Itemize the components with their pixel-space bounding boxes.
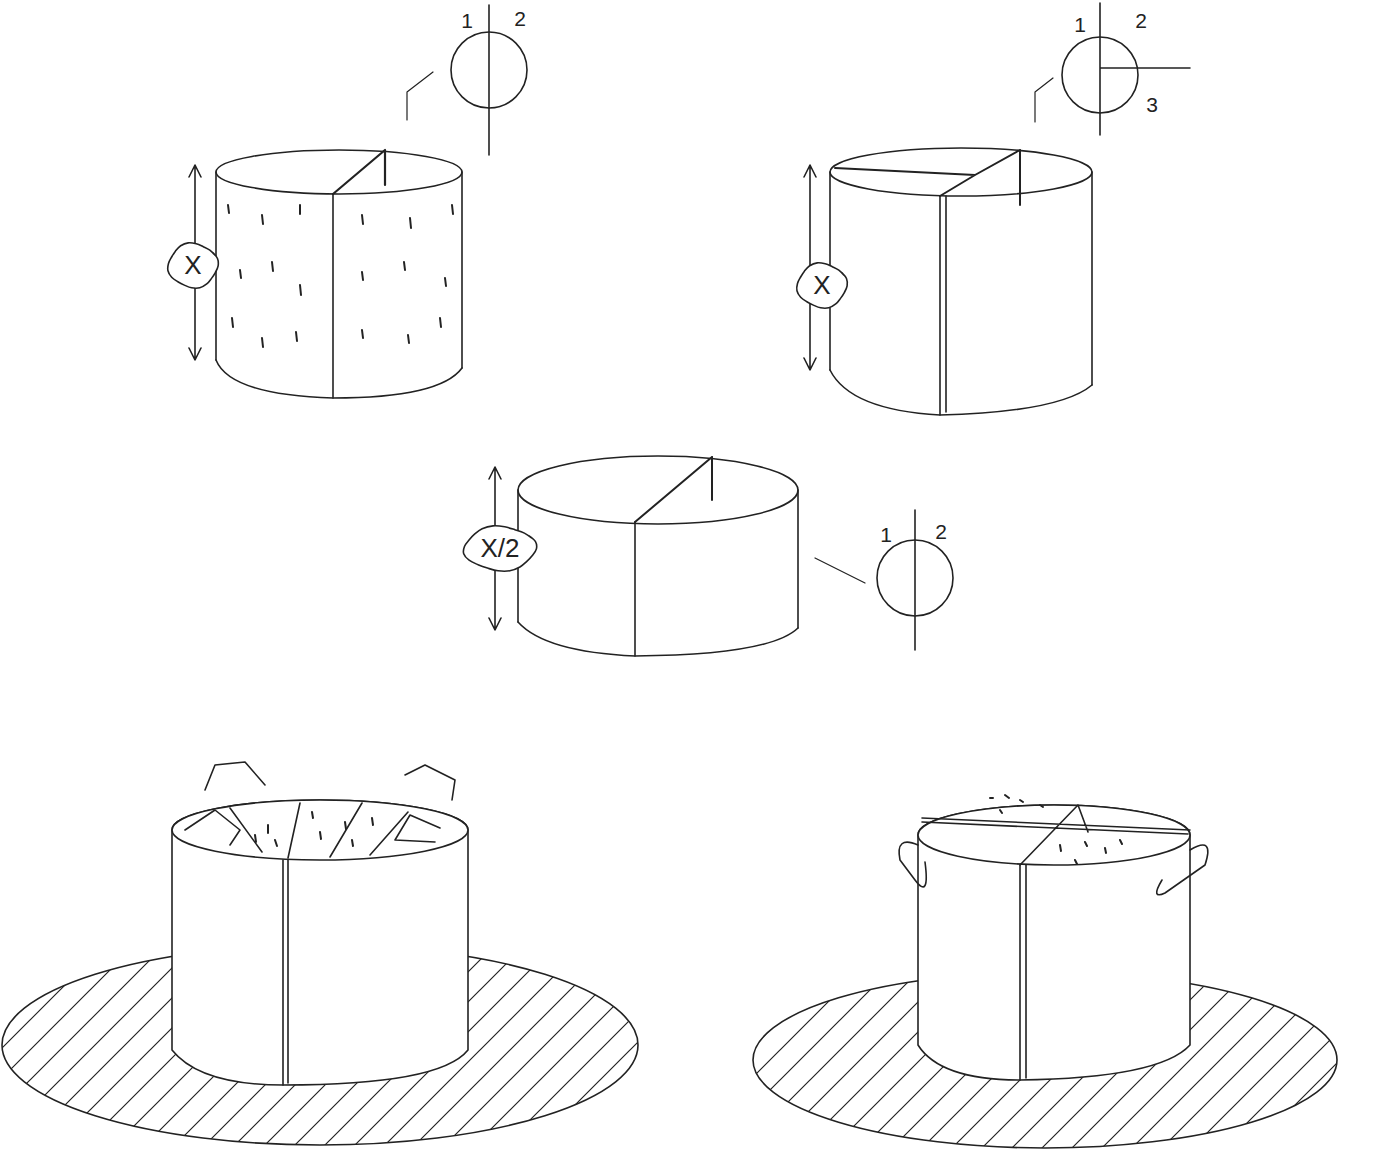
section-number: 3: [1146, 94, 1158, 115]
section-symbol: [407, 5, 527, 155]
pot-with-lid-stroke: [283, 860, 288, 1085]
pot-with-lid-stroke: [255, 812, 373, 846]
section-number: 2: [935, 521, 947, 542]
section-symbol-stroke: [815, 558, 865, 583]
two-part-tall-cylinder-stroke: [228, 205, 453, 347]
section-number: 1: [880, 524, 892, 545]
section-symbol: [815, 510, 953, 650]
two-part-tall-cylinder-stroke: [216, 150, 462, 194]
pot-with-lid-stroke: [230, 803, 408, 858]
dimension-label: X/2: [463, 534, 537, 563]
section-symbol-stroke: [914, 510, 916, 650]
section-symbol-stroke: [488, 5, 490, 155]
dimension-label: X: [167, 251, 219, 280]
three-part-tall-cylinder-stroke: [830, 370, 1092, 415]
dimension-label: X: [796, 271, 848, 300]
three-part-tall-cylinder-stroke: [835, 150, 1020, 205]
pot-with-lid: [2, 762, 638, 1145]
two-part-tall-cylinder-stroke: [333, 150, 385, 194]
three-part-tall-cylinder-stroke: [830, 172, 1092, 385]
section-symbol-stroke: [1035, 78, 1053, 122]
section-number: 1: [461, 10, 473, 31]
pot-with-handles: [753, 795, 1337, 1148]
oval-outline: [168, 242, 219, 287]
section-symbol-stroke: [1100, 3, 1190, 135]
two-part-short-cylinder: [518, 456, 798, 656]
section-number: 1: [1074, 14, 1086, 35]
oval-outline: [797, 262, 848, 307]
pot-with-lid-stroke: [172, 800, 468, 860]
two-part-tall-cylinder-stroke: [216, 360, 462, 398]
pot-with-handles-stroke: [922, 805, 1190, 865]
three-part-tall-cylinder-stroke: [830, 148, 1092, 196]
two-part-short-cylinder-stroke: [634, 522, 636, 656]
two-part-tall-cylinder-stroke: [216, 172, 462, 368]
dimension-oval: X/2: [463, 525, 537, 572]
three-part-tall-cylinder-stroke: [940, 196, 946, 415]
pot-with-handles-stroke: [899, 842, 926, 887]
pot-with-handles-stroke: [918, 805, 1190, 865]
two-part-short-cylinder-stroke: [518, 622, 798, 656]
section-number: 2: [1135, 10, 1147, 31]
two-part-short-cylinder-stroke: [518, 490, 798, 628]
pot-with-lid-stroke: [172, 800, 468, 1085]
section-number: 2: [514, 8, 526, 29]
two-part-short-cylinder-stroke: [518, 456, 798, 524]
pot-with-handles-stroke: [1020, 865, 1026, 1080]
pot-with-handles-stroke: [918, 805, 1190, 1080]
pot-with-lid-stroke: [185, 810, 440, 845]
dimension-oval: X: [167, 242, 219, 289]
pot-with-handles-stroke: [1157, 845, 1208, 895]
oval-outline: [463, 525, 536, 570]
pot-with-handles-stroke: [990, 795, 1122, 864]
pot-with-lid-stroke: [205, 762, 455, 800]
section-symbol: [1035, 3, 1190, 135]
two-part-tall-cylinder: [216, 150, 462, 398]
two-part-tall-cylinder-stroke: [332, 194, 334, 398]
dimension-oval: X: [796, 262, 848, 309]
three-part-tall-cylinder: [830, 148, 1092, 415]
two-part-short-cylinder-stroke: [635, 457, 712, 522]
section-symbol-stroke: [407, 72, 433, 120]
